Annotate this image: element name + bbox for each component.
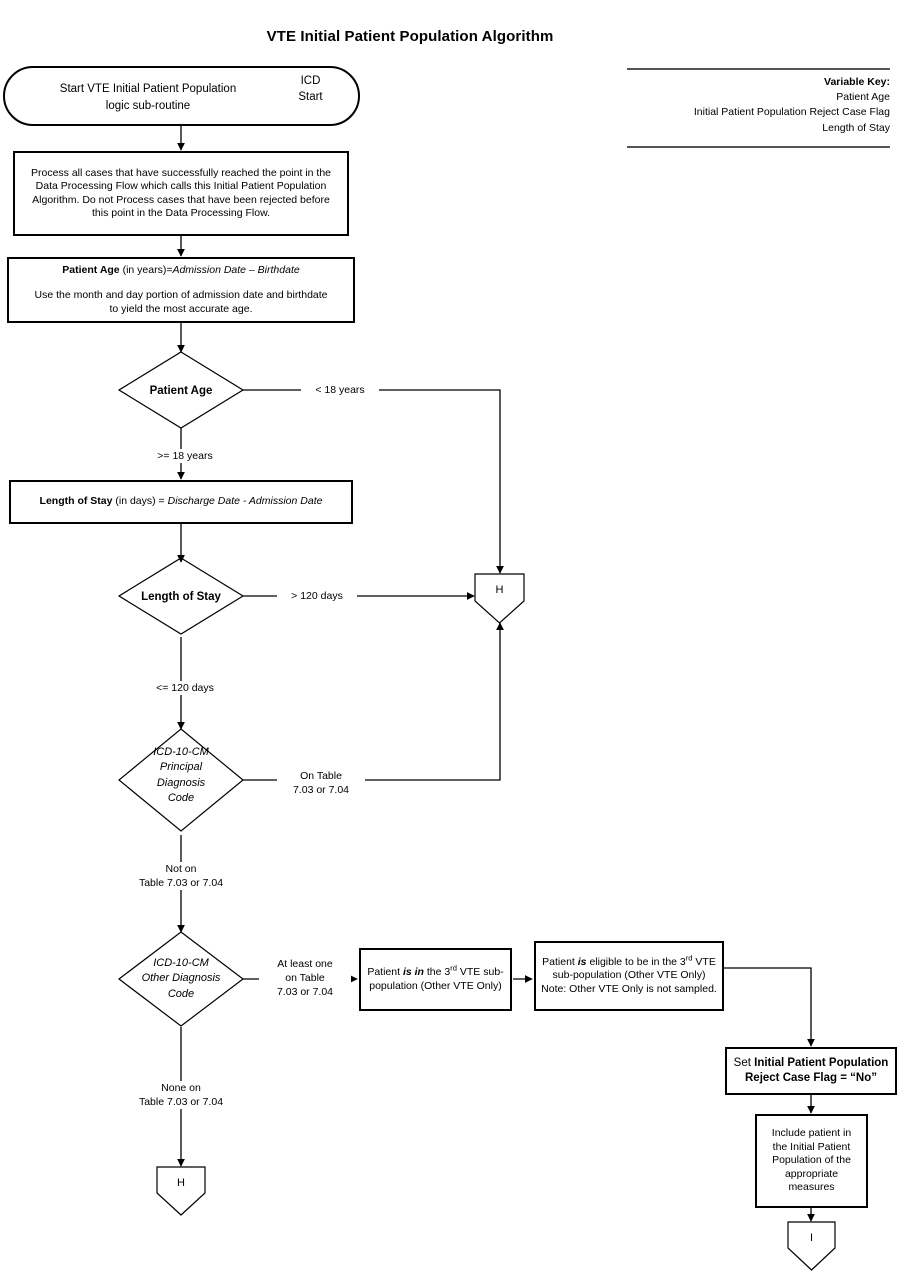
los-calc-italic: Discharge Date - Admission Date xyxy=(167,495,323,508)
edge-label-los-gt120-text: > 120 days xyxy=(291,590,343,602)
edge-label-other-none-on-table: None on Table 7.03 or 7.04 xyxy=(112,1081,250,1110)
start-label-line2: logic sub-routine xyxy=(105,100,191,113)
set-flag-bold: Initial Patient Population Reject Case F… xyxy=(745,1057,889,1084)
page-title: VTE Initial Patient Population Algorithm xyxy=(266,28,554,45)
edge-label-principal-not-on-l1: Not on xyxy=(165,863,197,875)
include-patient-line2: the Initial Patient xyxy=(772,1140,851,1153)
include-patient-line1: Include patient in xyxy=(771,1127,852,1140)
subpop-eligible-tail: VTE sub-population (Other VTE Only) Note… xyxy=(541,955,717,995)
set-reject-flag-box: Set Initial Patient Population Reject Ca… xyxy=(725,1047,897,1095)
edge-label-age-gte18-text: >= 18 years xyxy=(157,450,213,462)
process-note-box: Process all cases that have successfully… xyxy=(13,151,349,236)
patient-age-calc-bold: Patient Age xyxy=(62,263,120,276)
variable-key-heading: Variable Key: xyxy=(824,76,890,88)
subpop-eligible-em: is xyxy=(577,955,587,968)
edge-label-other-atleast-l1: At least one xyxy=(277,958,333,970)
subpop-in-tail: VTE sub-population (Other VTE Only) xyxy=(369,966,504,992)
subpop-eligible-pre: Patient xyxy=(542,955,578,968)
start-label-line1: Start VTE Initial Patient Population xyxy=(59,83,237,95)
patient-age-calc-sub2: to yield the most accurate age. xyxy=(109,302,253,315)
variable-key-item-length-of-stay: Length of Stay xyxy=(822,121,890,134)
subpop-in-post: the 3 xyxy=(423,966,451,979)
include-patient-line5: measures xyxy=(788,1181,835,1194)
edge-label-principal-not-on-table: Not on Table 7.03 or 7.04 xyxy=(112,862,250,891)
edge-label-other-atleast-one: At least one on Table 7.03 or 7.04 xyxy=(259,957,351,1000)
process-note-line4: this point in the Data Processing Flow. xyxy=(91,206,270,219)
length-of-stay-calc-box: Length of Stay (in days) = Discharge Dat… xyxy=(9,480,353,524)
set-flag-post: = “No” xyxy=(837,1072,877,1084)
edge-label-principal-on-table: On Table 7.03 or 7.04 xyxy=(277,769,365,798)
edge-label-age-lt18: < 18 years xyxy=(301,383,379,398)
subpop-eligible-sup: rd xyxy=(685,953,693,963)
edge-label-los-lte120: <= 120 days xyxy=(140,681,230,696)
edge-label-other-atleast-l2: on Table xyxy=(285,972,325,985)
edge-label-age-lt18-text: < 18 years xyxy=(315,384,365,396)
variable-key-top-rule xyxy=(627,68,890,70)
subpop-in-pre: Patient xyxy=(367,966,403,979)
edge-label-principal-on-table-l2: 7.03 or 7.04 xyxy=(292,784,350,797)
variable-key-bottom-rule xyxy=(627,146,890,148)
start-label: Start VTE Initial Patient Population log… xyxy=(20,81,276,116)
subpop-in-sup: rd xyxy=(450,963,457,973)
edge-label-los-gt120: > 120 days xyxy=(277,589,357,604)
edge-label-age-gte18: >= 18 years xyxy=(141,449,229,464)
edge-label-principal-not-on-l2: Table 7.03 or 7.04 xyxy=(138,877,224,890)
process-note-line1: Process all cases that have successfully… xyxy=(31,166,331,179)
process-note-line2: Data Processing Flow which calls this In… xyxy=(35,180,327,193)
edge-label-los-lte120-text: <= 120 days xyxy=(156,682,214,694)
subpop-in-em: is in xyxy=(402,966,424,979)
edge-label-other-none-l2: Table 7.03 or 7.04 xyxy=(138,1096,224,1109)
edge-label-principal-on-table-l1: On Table xyxy=(300,770,342,782)
subpopulation-eligible-box: Patient is eligible to be in the 3rd VTE… xyxy=(534,941,724,1011)
edge-label-other-atleast-l3: 7.03 or 7.04 xyxy=(276,986,334,999)
subpopulation-is-in-box: Patient is in the 3rd VTE sub-population… xyxy=(359,948,512,1011)
include-patient-line4: appropriate xyxy=(784,1167,839,1180)
edge-label-other-none-l1: None on xyxy=(161,1082,201,1094)
patient-age-calc-italic: Admission Date – Birthdate xyxy=(172,263,300,276)
subpop-eligible-post: eligible to be in the 3 xyxy=(586,955,686,968)
variable-key-item-reject-flag: Initial Patient Population Reject Case F… xyxy=(693,106,890,119)
process-note-line3: Algorithm. Do not Process cases that hav… xyxy=(32,193,330,206)
include-patient-box: Include patient in the Initial Patient P… xyxy=(755,1114,868,1208)
set-flag-pre: Set xyxy=(733,1057,755,1070)
variable-key: Variable Key: Patient Age Initial Patien… xyxy=(600,75,890,136)
patient-age-calc-plain: (in years)= xyxy=(119,263,173,276)
include-patient-line3: Population of the xyxy=(772,1154,851,1167)
variable-key-item-patient-age: Patient Age xyxy=(836,91,890,104)
los-calc-bold: Length of Stay xyxy=(39,495,113,508)
patient-age-calc-sub1: Use the month and day portion of admissi… xyxy=(34,289,328,302)
patient-age-calc-box: Patient Age (in years)=Admission Date – … xyxy=(7,257,355,323)
start-terminator xyxy=(3,66,360,126)
los-calc-plain: (in days) = xyxy=(112,495,168,508)
